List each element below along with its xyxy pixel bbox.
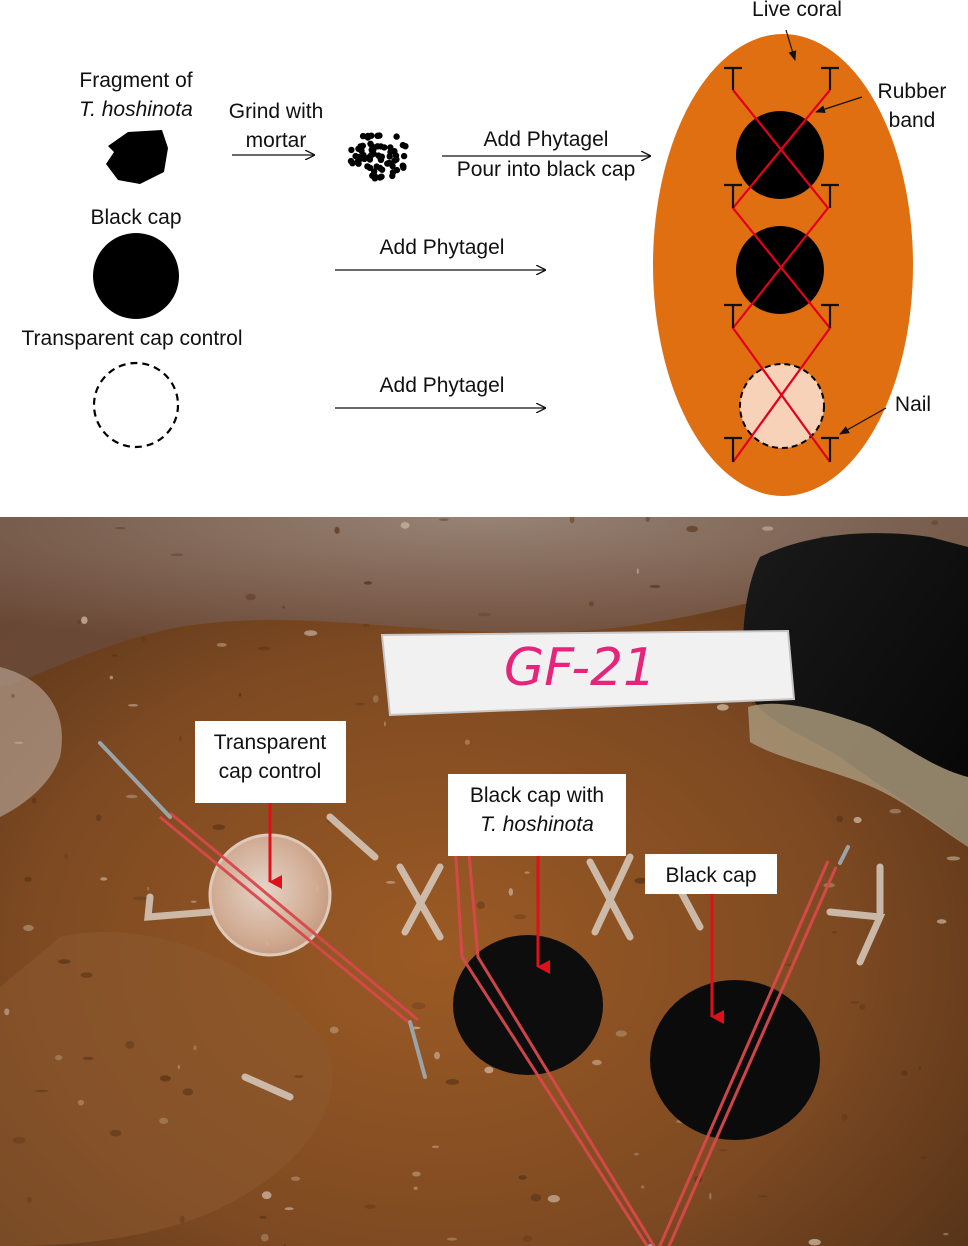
ground-particles-icon bbox=[347, 132, 409, 182]
transparent-cap-icon bbox=[92, 361, 180, 449]
rock-background bbox=[0, 517, 968, 687]
schematic-svg: Fragment of T. hoshinota Grind with mort… bbox=[21, 0, 947, 496]
sample-tag: GF-21 bbox=[380, 629, 796, 717]
callout-black-with: Black cap with T. hoshinota bbox=[448, 774, 626, 974]
add-phytagel-label-3: Add Phytagel bbox=[380, 374, 505, 397]
add-phytagel-label-1: Add Phytagel bbox=[484, 128, 609, 151]
black-cap-control bbox=[650, 980, 820, 1140]
pour-label: Pour into black cap bbox=[457, 158, 636, 181]
coral-fragment-icon bbox=[106, 130, 168, 184]
photo-rubber-bands bbox=[159, 811, 838, 1246]
nails bbox=[724, 66, 839, 462]
grind-label: Grind with bbox=[229, 100, 324, 123]
callout-black: Black cap bbox=[645, 854, 777, 1024]
field-photo: GF-21 bbox=[0, 517, 968, 1246]
glove-cuff bbox=[748, 703, 968, 847]
rubber-bands bbox=[731, 89, 832, 463]
field-photo-svg: GF-21 bbox=[0, 517, 968, 1246]
callout-black-with-line2: T. hoshinota bbox=[480, 813, 594, 836]
callout-black-with-line1: Black cap with bbox=[470, 784, 604, 807]
tag-label: GF-21 bbox=[504, 638, 656, 698]
coral-transparent-cap bbox=[739, 363, 825, 449]
live-coral-label: Live coral bbox=[752, 0, 842, 21]
rubber-band-label-2: band bbox=[889, 109, 936, 132]
live-coral-pointer bbox=[785, 29, 797, 61]
callout-transparent-line1: Transparent bbox=[214, 731, 327, 754]
rubber-band-pointer bbox=[815, 96, 863, 114]
callout-transparent: Transparent cap control bbox=[195, 721, 346, 889]
rubber-band-label: Rubber bbox=[878, 80, 947, 103]
nail-pointer bbox=[839, 407, 887, 435]
black-cap-label: Black cap bbox=[90, 206, 181, 229]
nail-label: Nail bbox=[895, 393, 931, 416]
fragment-species-label: T. hoshinota bbox=[79, 98, 193, 121]
add-phytagel-label-2: Add Phytagel bbox=[380, 236, 505, 259]
photo-nails bbox=[98, 741, 850, 1246]
callout-transparent-line2: cap control bbox=[219, 760, 322, 783]
callout-black-text: Black cap bbox=[665, 864, 756, 887]
fragment-label: Fragment of bbox=[79, 69, 192, 92]
black-cap-icon bbox=[93, 233, 179, 319]
mortar-label: mortar bbox=[246, 129, 307, 152]
rock-left bbox=[0, 667, 62, 817]
schematic-diagram: Fragment of T. hoshinota Grind with mort… bbox=[0, 0, 968, 510]
coral-patch bbox=[0, 931, 333, 1246]
transparent-cap-label: Transparent cap control bbox=[21, 327, 242, 350]
black-cap-hoshinota bbox=[453, 935, 603, 1075]
